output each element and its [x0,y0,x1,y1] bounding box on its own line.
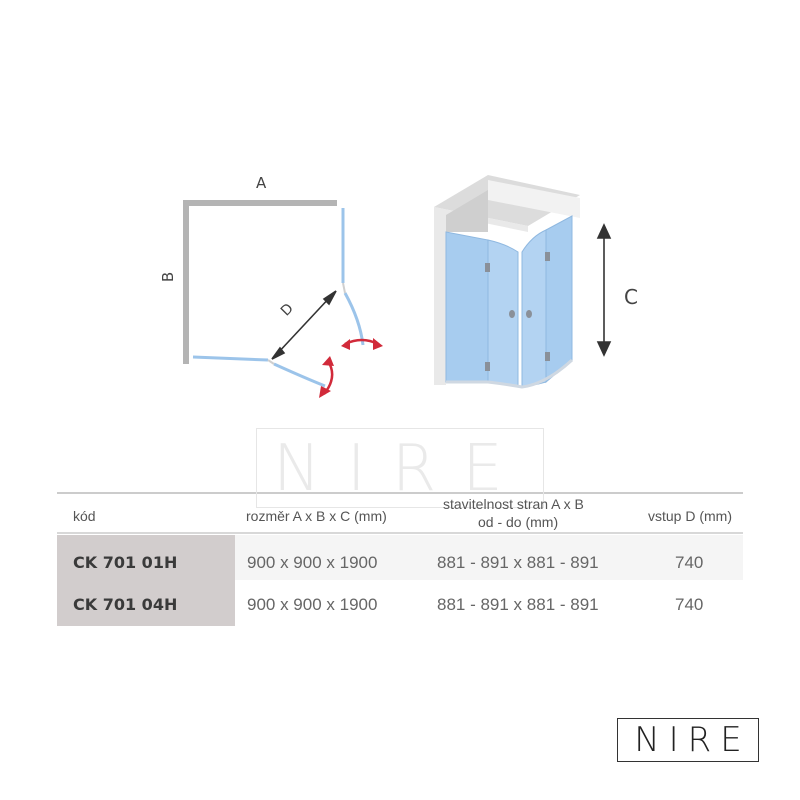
door-leaf-bottom [273,362,326,388]
wall-left [183,200,189,364]
row-2-adjust: 881 - 891 x 881 - 891 [437,595,599,614]
dimension-d-arrow [271,290,337,360]
row-2-entry: 740 [675,595,704,614]
header-entry: vstup D (mm) [648,508,732,524]
dimension-c-label: C [624,285,638,309]
dimension-c-arrow [596,223,612,357]
dimension-a-label: A [256,174,267,192]
row-1-entry: 740 [675,553,704,572]
row-2-code: CK 701 04H [73,595,178,614]
code-column-background [57,535,235,626]
header-adjust-line1: stavitelnost stran A x B [443,496,584,512]
header-code: kód [73,508,96,524]
glass-panels [192,208,365,388]
door-leaf-right [343,292,365,346]
glass-fixed-left [445,231,489,383]
shower-3d-view [434,175,580,389]
brand-logo: NIRE [617,718,759,762]
glass-door-right [521,229,547,387]
row-1-size: 900 x 900 x 1900 [247,553,378,572]
row-1-code: CK 701 01H [73,553,178,572]
header-size: rozměr A x B x C (mm) [246,508,387,524]
watermark-logo: NIRE [256,428,544,508]
fixed-glass-bottom [192,355,269,362]
row-2-size: 900 x 900 x 1900 [247,595,378,614]
dimension-b-label: B [159,271,178,283]
row-1-adjust: 881 - 891 x 881 - 891 [437,553,599,572]
header-adjust-line2: od - do (mm) [478,514,559,530]
wall-top [183,200,337,206]
